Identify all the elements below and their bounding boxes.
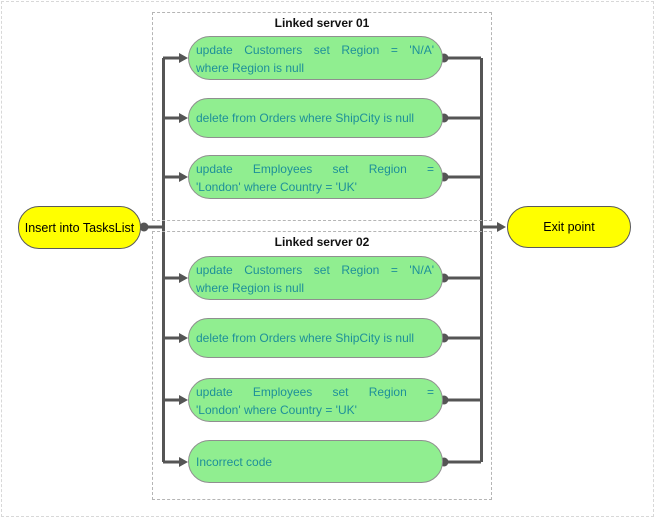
task-text-line: update Employees set Region = [196, 385, 434, 399]
task-text-line: update Customers set Region = 'N/A' [196, 263, 434, 277]
task-text-line: where Region is null [196, 281, 305, 295]
task-text-line: 'London' where Country = 'UK' [196, 403, 357, 417]
start-node-label: Insert into TasksList [24, 220, 135, 235]
task-text-line: Incorrect code [196, 454, 273, 469]
task-text-line: update Employees set Region = [196, 162, 434, 176]
group-linked-server-01: Linked server 01 [152, 12, 492, 221]
task-text-line: update Customers set Region = 'N/A' [196, 43, 434, 57]
task-incorrect-code[interactable]: Incorrect code [188, 440, 443, 483]
task-update-employees-02[interactable]: update Employees set Region = 'London' w… [188, 378, 443, 422]
task-update-customers-01[interactable]: update Customers set Region = 'N/A' wher… [188, 36, 443, 80]
task-text-line: delete from Orders where ShipCity is nul… [196, 111, 415, 125]
start-node[interactable]: Insert into TasksList [18, 206, 141, 249]
task-update-employees-01[interactable]: update Employees set Region = 'London' w… [188, 155, 443, 199]
exit-node[interactable]: Exit point [507, 206, 631, 248]
task-update-customers-02[interactable]: update Customers set Region = 'N/A' wher… [188, 256, 443, 300]
task-text-line: delete from Orders where ShipCity is nul… [196, 331, 415, 345]
group-title: Linked server 02 [274, 235, 370, 249]
task-delete-orders-02[interactable]: delete from Orders where ShipCity is nul… [188, 318, 443, 358]
task-text-line: where Region is null [196, 61, 305, 75]
group-linked-server-02: Linked server 02 [152, 231, 492, 500]
task-delete-orders-01[interactable]: delete from Orders where ShipCity is nul… [188, 98, 443, 138]
group-title: Linked server 01 [274, 16, 370, 30]
task-text-line: 'London' where Country = 'UK' [196, 180, 357, 194]
exit-node-label: Exit point [543, 220, 595, 234]
